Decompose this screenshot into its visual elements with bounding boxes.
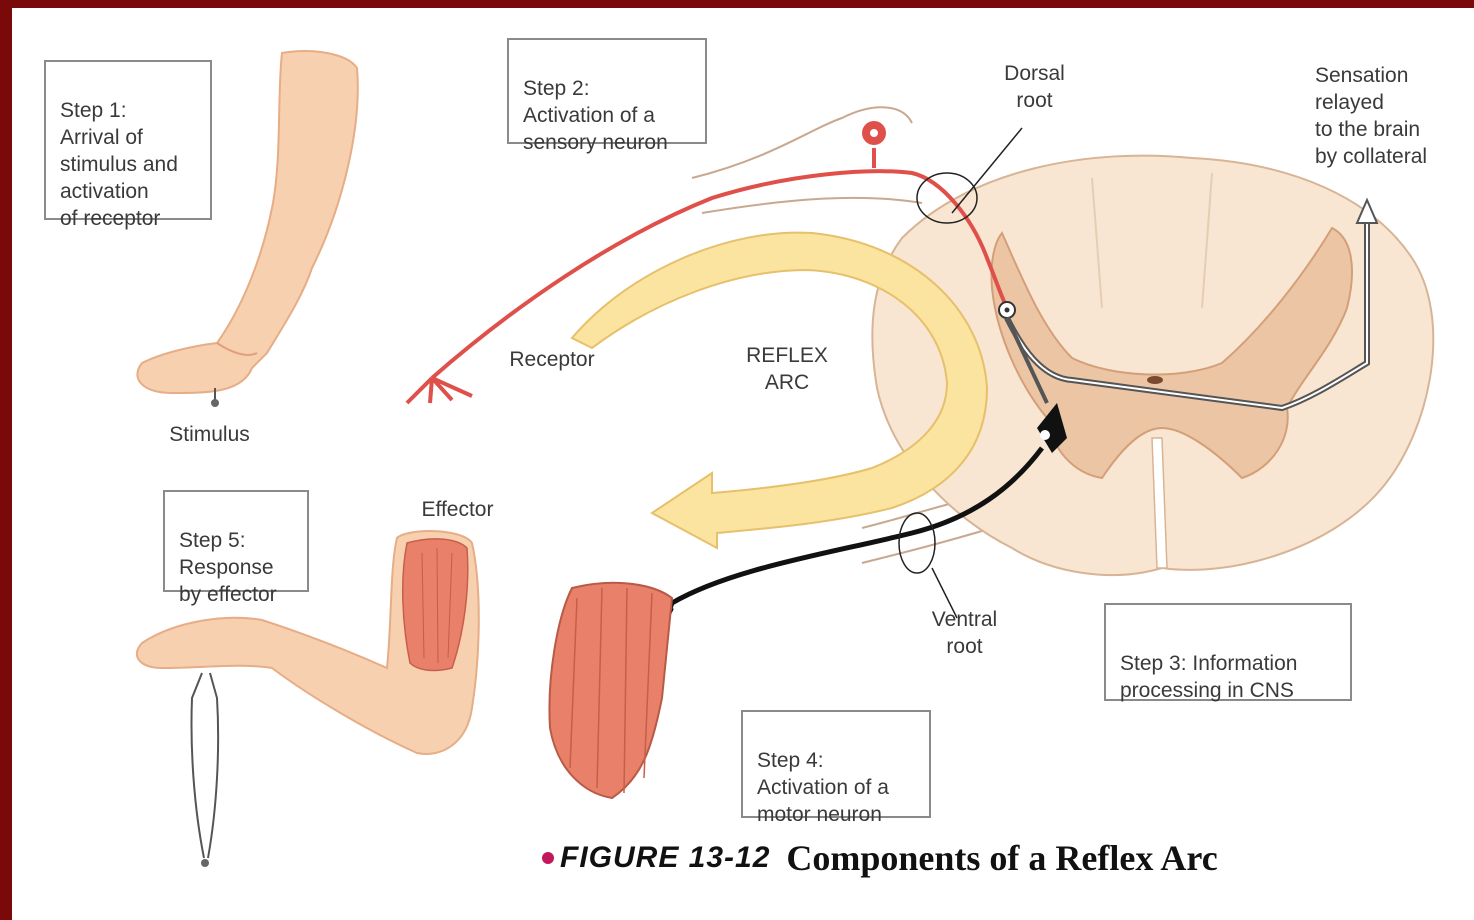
reflex-arc-label: REFLEX ARC <box>732 342 842 396</box>
receptor-label: Receptor <box>497 346 607 373</box>
step4-text: Step 4: Activation of a motor neuron <box>757 749 889 826</box>
sensation-label: Sensation relayed to the brain by collat… <box>1315 62 1465 170</box>
figure-number: FIGURE 13-12 <box>560 841 770 875</box>
step5-box: Step 5: Response by effector <box>163 490 309 592</box>
step2-box: Step 2: Activation of a sensory neuron <box>507 38 707 144</box>
step5-text: Step 5: Response by effector <box>179 529 277 606</box>
muscle-bundle <box>549 583 672 798</box>
step3-text: Step 3: Information processing in CNS <box>1120 652 1297 702</box>
figure-title: Components of a Reflex Arc <box>786 837 1217 879</box>
effector-label: Effector <box>410 496 505 523</box>
caption-bullet <box>542 852 554 864</box>
stimulus-label: Stimulus <box>157 421 262 448</box>
step1-text: Step 1: Arrival of stimulus and activati… <box>60 99 178 230</box>
step1-box: Step 1: Arrival of stimulus and activati… <box>44 60 212 220</box>
step3-box: Step 3: Information processing in CNS <box>1104 603 1352 701</box>
step2-text: Step 2: Activation of a sensory neuron <box>523 77 668 154</box>
dorsal-root-label: Dorsal root <box>987 60 1082 114</box>
ventral-root-label: Ventral root <box>917 606 1012 660</box>
step4-box: Step 4: Activation of a motor neuron <box>741 710 931 818</box>
figure-caption: FIGURE 13-12 Components of a Reflex Arc <box>542 838 1218 878</box>
figure-frame: Step 1: Arrival of stimulus and activati… <box>12 8 1474 920</box>
